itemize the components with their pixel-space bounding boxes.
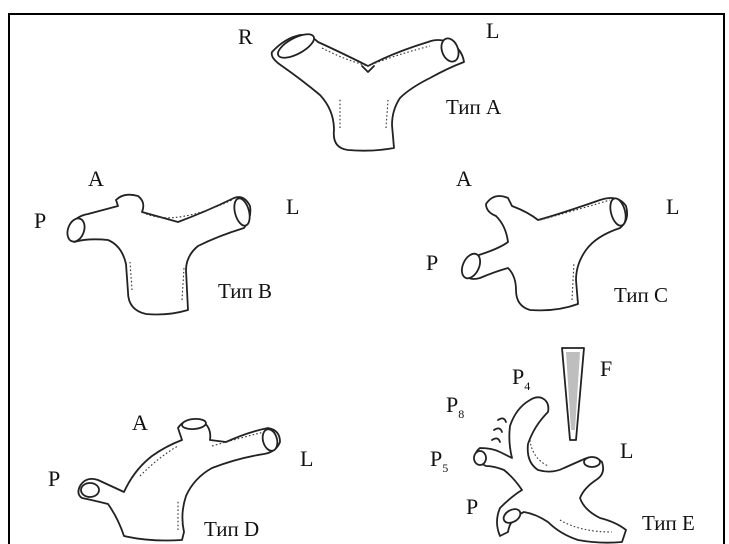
type-b-shape — [67, 193, 252, 316]
label-l: L — [666, 194, 679, 219]
type-d-left-opening — [261, 428, 279, 452]
figure-type-c: A P L Тип C — [426, 166, 679, 312]
type-d-label: Тип D — [204, 517, 259, 541]
type-d-anterior-opening — [181, 418, 207, 430]
figure-type-e: P4 P8 P5 P L F Тип E — [430, 347, 695, 544]
type-a-shape — [270, 33, 465, 152]
type-c-shape — [463, 195, 629, 312]
label-f: F — [600, 356, 612, 381]
label-p4: P4 — [512, 364, 530, 393]
figure-type-d: A P L Тип D — [48, 410, 313, 542]
type-c-hatching — [539, 199, 611, 301]
label-a: A — [456, 166, 472, 191]
type-b-posterior-opening — [66, 217, 86, 243]
type-e-hatching — [529, 439, 613, 533]
type-c-left-opening — [609, 197, 627, 227]
type-d-hatching — [139, 431, 265, 530]
label-p8: P8 — [446, 392, 464, 421]
label-p: P — [48, 466, 60, 491]
label-r: R — [238, 24, 253, 49]
type-e-label: Тип E — [642, 511, 695, 535]
type-a-left-opening — [440, 37, 460, 63]
label-a: A — [88, 166, 104, 191]
type-d-posterior-opening — [80, 482, 100, 498]
type-e-left-opening — [583, 456, 601, 468]
label-p5: P5 — [430, 446, 448, 475]
type-a-hatching — [321, 45, 431, 129]
type-e-p8-knobs — [491, 417, 507, 443]
figure-border — [8, 13, 725, 544]
type-e-f-spike-shade — [566, 352, 580, 430]
type-a-right-opening — [277, 33, 315, 59]
label-l: L — [300, 446, 313, 471]
label-l: L — [620, 438, 633, 463]
label-l: L — [286, 194, 299, 219]
type-b-label: Тип B — [218, 279, 272, 303]
figure-type-a: R L Тип A — [238, 18, 502, 152]
type-c-label: Тип C — [614, 283, 668, 307]
type-c-posterior-opening — [461, 252, 481, 280]
label-a: A — [132, 410, 148, 435]
type-b-hatching — [129, 199, 233, 301]
type-e-posterior-opening — [502, 508, 522, 524]
figure-type-b: A P L Тип B — [34, 166, 299, 316]
type-a-label: Тип A — [446, 95, 502, 119]
label-p: P — [466, 494, 478, 519]
type-e-p5-opening — [473, 450, 487, 466]
label-p: P — [426, 250, 438, 275]
type-b-left-opening — [233, 197, 251, 227]
label-l: L — [486, 18, 499, 43]
label-p: P — [34, 208, 46, 233]
type-e-shape — [474, 396, 627, 544]
type-a-carina-mark — [361, 65, 375, 73]
